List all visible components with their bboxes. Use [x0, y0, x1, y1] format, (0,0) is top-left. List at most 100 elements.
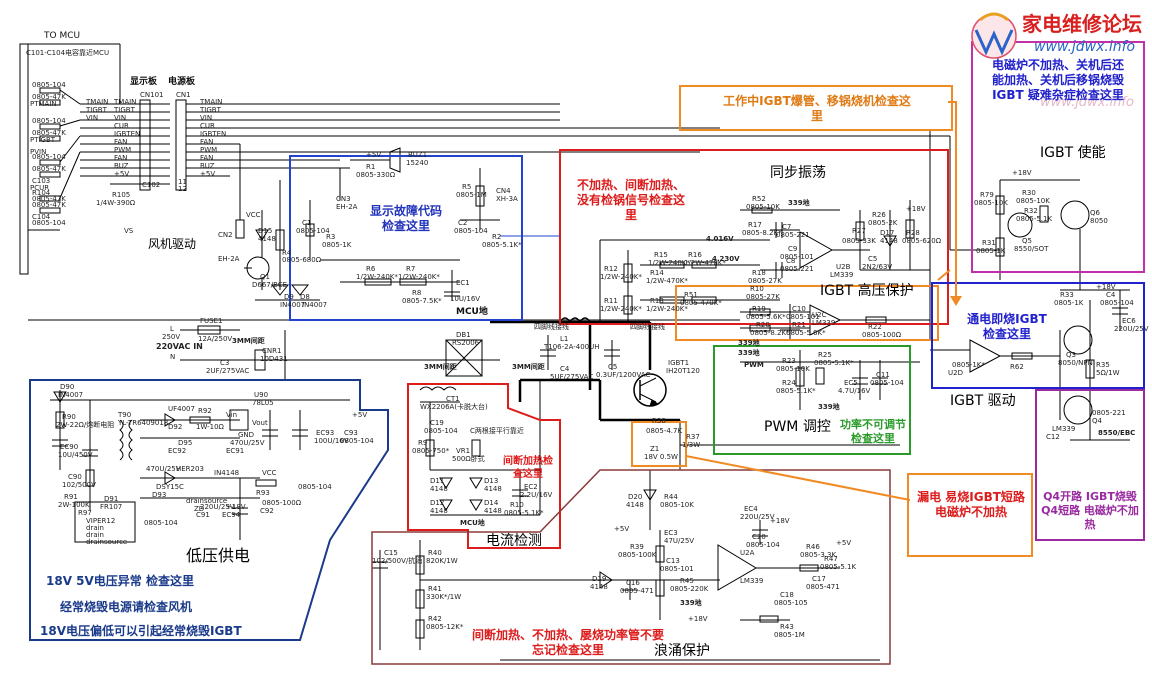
- part-label: IN4148: [214, 469, 240, 477]
- part-label: 0805-101: [786, 313, 820, 321]
- pwm-adjust-title: PWM 调控: [764, 419, 831, 435]
- part-label: 4148: [258, 235, 276, 243]
- part-label: R22: [868, 323, 882, 331]
- part-label: 1/2W-240K*: [600, 273, 642, 281]
- cn101-pin: FAN: [114, 138, 128, 146]
- part-label: C2: [458, 219, 468, 227]
- part-label: 5UF/275VAC: [550, 373, 594, 381]
- part-label: C4: [1106, 291, 1116, 299]
- part-label: R52: [752, 195, 766, 203]
- part-label: 0805-104: [870, 379, 904, 387]
- part-label: 1/2W-240K*: [646, 305, 688, 313]
- part-label: 1/2W-240K*: [648, 259, 690, 267]
- part-label: Vin: [226, 411, 238, 419]
- part-label: R37: [686, 433, 700, 441]
- part-label: GND: [238, 431, 255, 439]
- part-label: C8: [786, 257, 796, 265]
- part-label: C91: [196, 511, 210, 519]
- part-label: 3MM间距: [232, 337, 265, 345]
- part-label: R90: [62, 413, 76, 421]
- part-label: R93: [256, 489, 270, 497]
- part-label: 2W-100K: [58, 501, 90, 509]
- part-label: UF4007: [168, 405, 195, 413]
- part-label: 3MM间距: [424, 363, 457, 371]
- part-label: R2: [492, 233, 502, 241]
- voltage-label: 4.016V: [706, 235, 734, 243]
- part-label: R45: [680, 577, 694, 585]
- part-label: U2A: [740, 549, 755, 557]
- part-label: 0805-104: [296, 227, 330, 235]
- part-label: R43: [780, 623, 794, 631]
- part-label: R10: [510, 501, 524, 509]
- part-label: C11: [876, 371, 890, 379]
- part-label: 0805-1M: [774, 631, 805, 639]
- part-label: R21: [792, 321, 806, 329]
- part-label: 0805-5.1K*: [482, 241, 522, 249]
- part-label: C93: [344, 429, 358, 437]
- part-label: Q1: [260, 273, 270, 281]
- part-label: R41: [428, 585, 442, 593]
- part-label: 0.3UF/1200VAC: [596, 371, 651, 379]
- mcu-ground-label: MCU地: [460, 519, 485, 527]
- part-label: R42: [428, 615, 442, 623]
- to-mcu-label: TO MCU: [44, 31, 81, 41]
- part-label: 250V: [162, 333, 181, 341]
- part-label: 1W-10Ω: [196, 423, 224, 431]
- low-voltage-box: [29, 379, 389, 641]
- part-label: C92: [260, 507, 274, 515]
- part-label: 4148: [484, 507, 502, 515]
- part-label: D92: [168, 423, 183, 431]
- part-label: 18V 0.5W: [644, 453, 678, 461]
- part-label: C104: [32, 213, 51, 221]
- part-label: VS: [124, 227, 134, 235]
- part-label: D9: [284, 293, 294, 301]
- part-label: C20: [752, 533, 766, 541]
- part-label: 0805-10K: [974, 199, 1008, 207]
- part-label: TMAIN: [86, 98, 109, 106]
- part-label: 0805-10K: [1016, 197, 1050, 205]
- display-board-label: 显示板: [130, 77, 158, 87]
- high-voltage-protect-title: IGBT 高压保护: [820, 283, 914, 299]
- part-label: 0805-105: [774, 599, 808, 607]
- part-label: 0805-5.1K*: [814, 359, 854, 367]
- part-label: VCC: [246, 211, 261, 219]
- part-label: R31: [982, 239, 996, 247]
- part-label: FUSE1: [200, 317, 223, 325]
- part-label: D8: [300, 293, 310, 301]
- part-label: PCUR: [30, 184, 50, 192]
- cn101-pin: IGBTEN: [114, 130, 141, 138]
- igbt-drive-title: IGBT 驱动: [950, 393, 1016, 409]
- part-label: 100U/16V: [314, 437, 349, 445]
- ac-in-label: 220VAC IN: [156, 342, 203, 351]
- part-label: 4148: [484, 485, 502, 493]
- part-label: PTIGBT: [30, 136, 56, 144]
- part-label: 500Ω卧式: [452, 455, 485, 463]
- part-label: 0805-104: [298, 483, 332, 491]
- q4-box: [1035, 389, 1145, 541]
- part-label: IN4007: [58, 391, 84, 399]
- part-label: LM339: [812, 319, 836, 327]
- part-label: D667/BCE: [252, 281, 288, 289]
- part-label: 0805-104: [454, 227, 488, 235]
- part-label: 1/2W-240K*: [356, 273, 398, 281]
- part-label: C5: [608, 363, 618, 371]
- part-label: VCC: [262, 469, 277, 477]
- part-label: L: [170, 325, 174, 333]
- igbt-overheat-box: [679, 85, 953, 131]
- part-label: PVIN: [30, 148, 47, 156]
- part-label: Q6: [1090, 209, 1100, 217]
- part-label: 0805-100Ω: [262, 499, 302, 507]
- part-label: 0805-221: [776, 231, 810, 239]
- part-label: ZD: [194, 505, 205, 513]
- part-label: 0805-620Ω: [902, 237, 942, 245]
- display-fault-box: [289, 155, 523, 321]
- part-label: 0805-100K: [618, 551, 657, 559]
- energize-note: 通电即烧IGBT检查这里: [967, 312, 1047, 341]
- pwm-adjust-box: [713, 345, 911, 455]
- part-label: 0805-27K: [748, 277, 782, 285]
- part-label: +5V: [614, 525, 630, 533]
- part-label: LM339: [830, 271, 854, 279]
- part-label: T90: [118, 411, 132, 419]
- part-label: +18V: [1012, 169, 1032, 177]
- part-label: 8050: [1090, 217, 1108, 225]
